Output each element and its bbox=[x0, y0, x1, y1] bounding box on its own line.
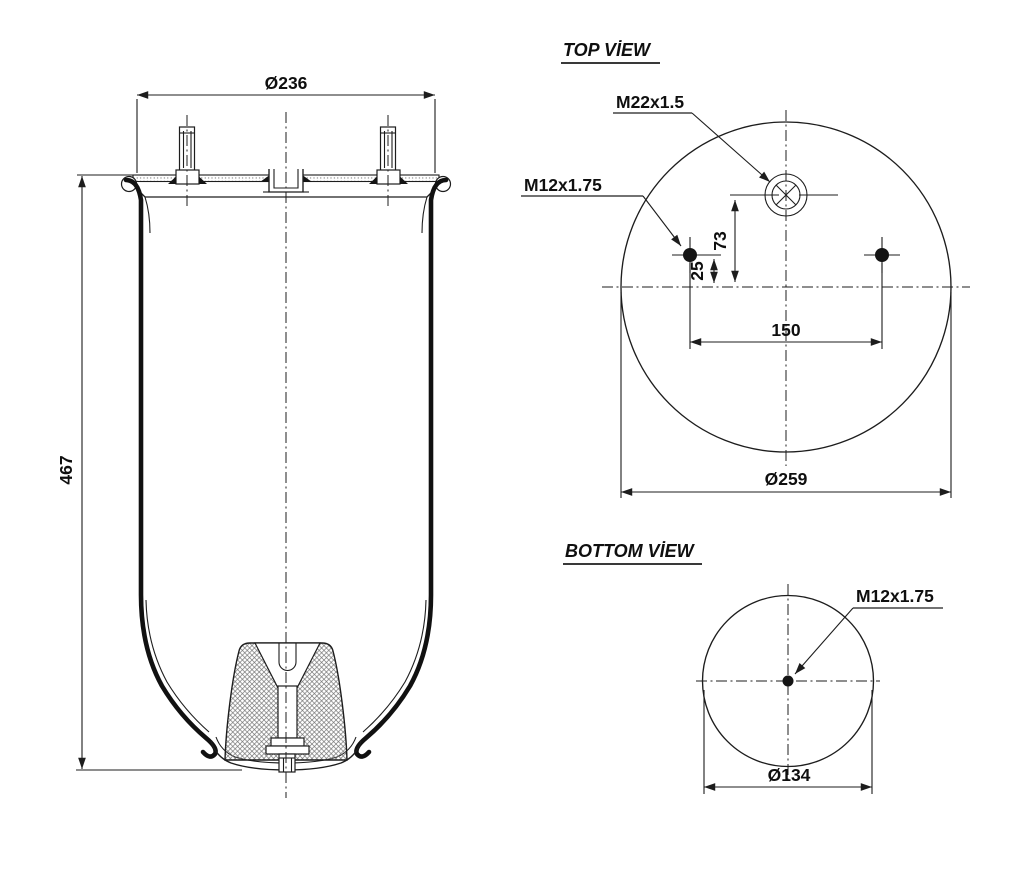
stud-leader-line bbox=[642, 195, 682, 247]
air-port-leader-line bbox=[691, 112, 771, 183]
stud-left bbox=[168, 115, 207, 209]
plate-wedge bbox=[168, 176, 176, 184]
air-port-recess bbox=[260, 169, 312, 193]
piston-center-channel bbox=[277, 685, 298, 739]
piston-bolt bbox=[278, 753, 296, 773]
dim-stud-spacing-label: 150 bbox=[771, 320, 800, 340]
dim-overall-height-label: 467 bbox=[56, 455, 76, 484]
dim-top-diameter-label: Ø236 bbox=[265, 73, 308, 93]
plate-wedge bbox=[260, 175, 269, 182]
piston-boss-lip bbox=[265, 745, 310, 755]
top-view: TOP VİEW 73 25 bbox=[521, 40, 970, 498]
dim-stud-offset-label: 25 bbox=[687, 261, 707, 281]
bellows-inner-neck-left bbox=[144, 196, 151, 234]
plate-wedge bbox=[303, 175, 312, 182]
bellows-inner-surface-left bbox=[145, 599, 210, 733]
stud-dot bbox=[875, 248, 889, 262]
bellows-inner-neck-right bbox=[421, 196, 428, 234]
stud-thread-label-top-view: M12x1.75 bbox=[524, 175, 602, 195]
bottom-view: BOTTOM VİEW M12x1.75 Ø134 bbox=[563, 541, 943, 794]
top-view-title: TOP VİEW bbox=[563, 40, 652, 60]
piston-bore-bottom bbox=[278, 661, 297, 671]
dim-piston-diameter-label: Ø134 bbox=[768, 765, 811, 785]
stud-thread-label-bottom-view: M12x1.75 bbox=[856, 586, 934, 606]
bottom-stud-leader-line bbox=[794, 607, 854, 675]
bellows-inner-surface-right bbox=[362, 599, 427, 733]
plate-wedge bbox=[199, 176, 207, 184]
piston-boss-step bbox=[270, 737, 305, 747]
air-spring-side-view: Ø236 467 bbox=[56, 73, 452, 798]
air-port-cross-line bbox=[775, 184, 797, 206]
bellows-right-wall bbox=[354, 177, 449, 759]
plate-wedge bbox=[369, 176, 377, 184]
plate-wedge bbox=[400, 176, 408, 184]
stud-right bbox=[369, 115, 408, 209]
stud-dot bbox=[683, 248, 697, 262]
dim-plate-diameter-label: Ø259 bbox=[765, 469, 808, 489]
air-port-thread-label: M22x1.5 bbox=[616, 92, 684, 112]
center-stud-dot bbox=[782, 675, 794, 687]
bottom-view-title: BOTTOM VİEW bbox=[565, 541, 696, 561]
dim-port-offset-label: 73 bbox=[710, 231, 730, 251]
bellows-left-wall bbox=[123, 177, 218, 759]
